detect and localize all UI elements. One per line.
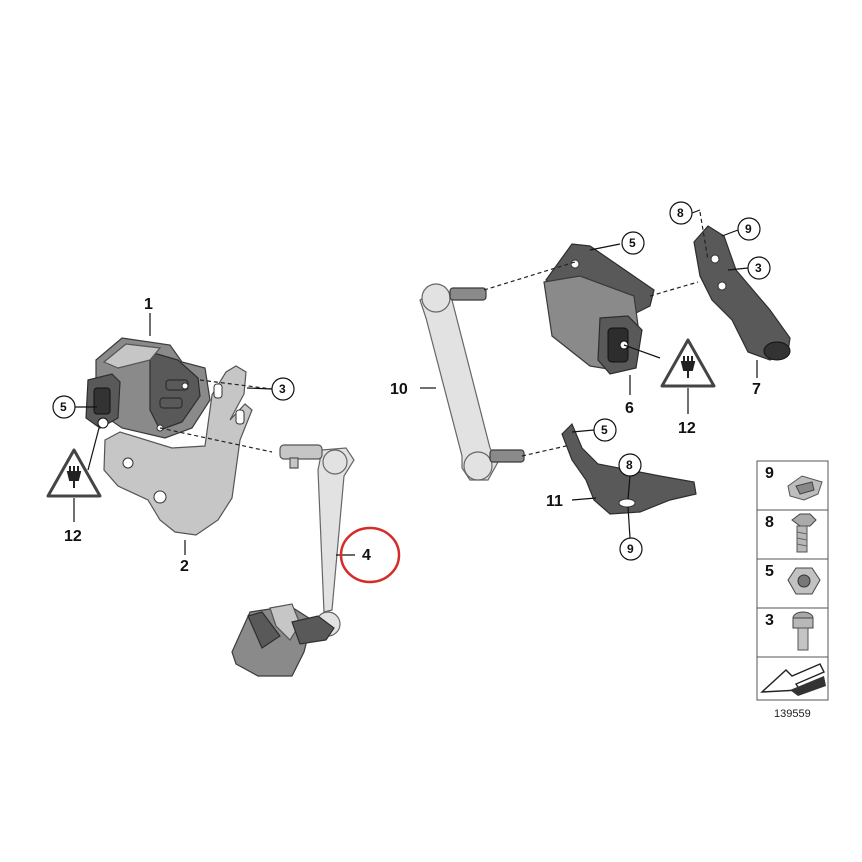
right-labels: 5 10 6 12 7 8 9 3 5 8 9 11 <box>390 201 771 561</box>
left-sensor-assembly <box>85 337 355 677</box>
arrow-icon <box>760 663 826 696</box>
label-3-left[interactable]: 3 <box>279 382 286 396</box>
socket-screw-icon <box>792 611 814 651</box>
electrical-connector-warning-icon <box>46 448 102 498</box>
bracket-2[interactable] <box>103 365 253 536</box>
clip-nut-icon <box>787 475 823 501</box>
link-rod-4[interactable] <box>317 447 355 613</box>
left-labels: 1 2 3 5 12 4 <box>46 296 401 584</box>
svg-text:5: 5 <box>765 563 774 580</box>
label-5-upper[interactable]: 5 <box>629 236 636 250</box>
label-1[interactable]: 1 <box>144 296 153 313</box>
label-3-right[interactable]: 3 <box>755 261 762 275</box>
bracket-7[interactable] <box>693 225 791 361</box>
label-9-upper[interactable]: 9 <box>745 222 752 236</box>
label-10[interactable]: 10 <box>390 381 408 398</box>
svg-text:8: 8 <box>765 514 774 531</box>
legend-item-8[interactable]: 8 <box>765 513 817 553</box>
label-8-upper[interactable]: 8 <box>677 206 684 220</box>
highlight-circle <box>339 526 401 584</box>
legend-item-9[interactable]: 9 <box>765 465 823 501</box>
label-12-left[interactable]: 12 <box>64 528 82 545</box>
label-12-right[interactable]: 12 <box>678 420 696 437</box>
label-7[interactable]: 7 <box>752 381 761 398</box>
hex-bolt-icon <box>791 513 817 553</box>
svg-text:9: 9 <box>765 465 774 482</box>
label-5-left[interactable]: 5 <box>60 400 67 414</box>
link-rod-10[interactable] <box>419 287 499 481</box>
catalog-number: 139559 <box>774 708 811 720</box>
electrical-connector-warning-icon <box>660 338 716 388</box>
bracket-11[interactable] <box>561 422 697 515</box>
label-11[interactable]: 11 <box>546 493 563 510</box>
hex-nut-icon <box>787 567 821 595</box>
svg-text:3: 3 <box>765 612 774 629</box>
label-2[interactable]: 2 <box>180 558 189 575</box>
legend-item-5[interactable]: 5 <box>765 563 821 595</box>
label-8-lower[interactable]: 8 <box>626 458 633 472</box>
label-9-lower[interactable]: 9 <box>627 542 634 556</box>
label-5-lower[interactable]: 5 <box>601 423 608 437</box>
right-sensor-assembly <box>419 211 791 515</box>
label-4[interactable]: 4 <box>362 547 371 564</box>
label-6[interactable]: 6 <box>625 400 634 417</box>
hardware-legend: 9 8 5 3 <box>756 460 829 701</box>
legend-item-3[interactable]: 3 <box>765 611 814 651</box>
